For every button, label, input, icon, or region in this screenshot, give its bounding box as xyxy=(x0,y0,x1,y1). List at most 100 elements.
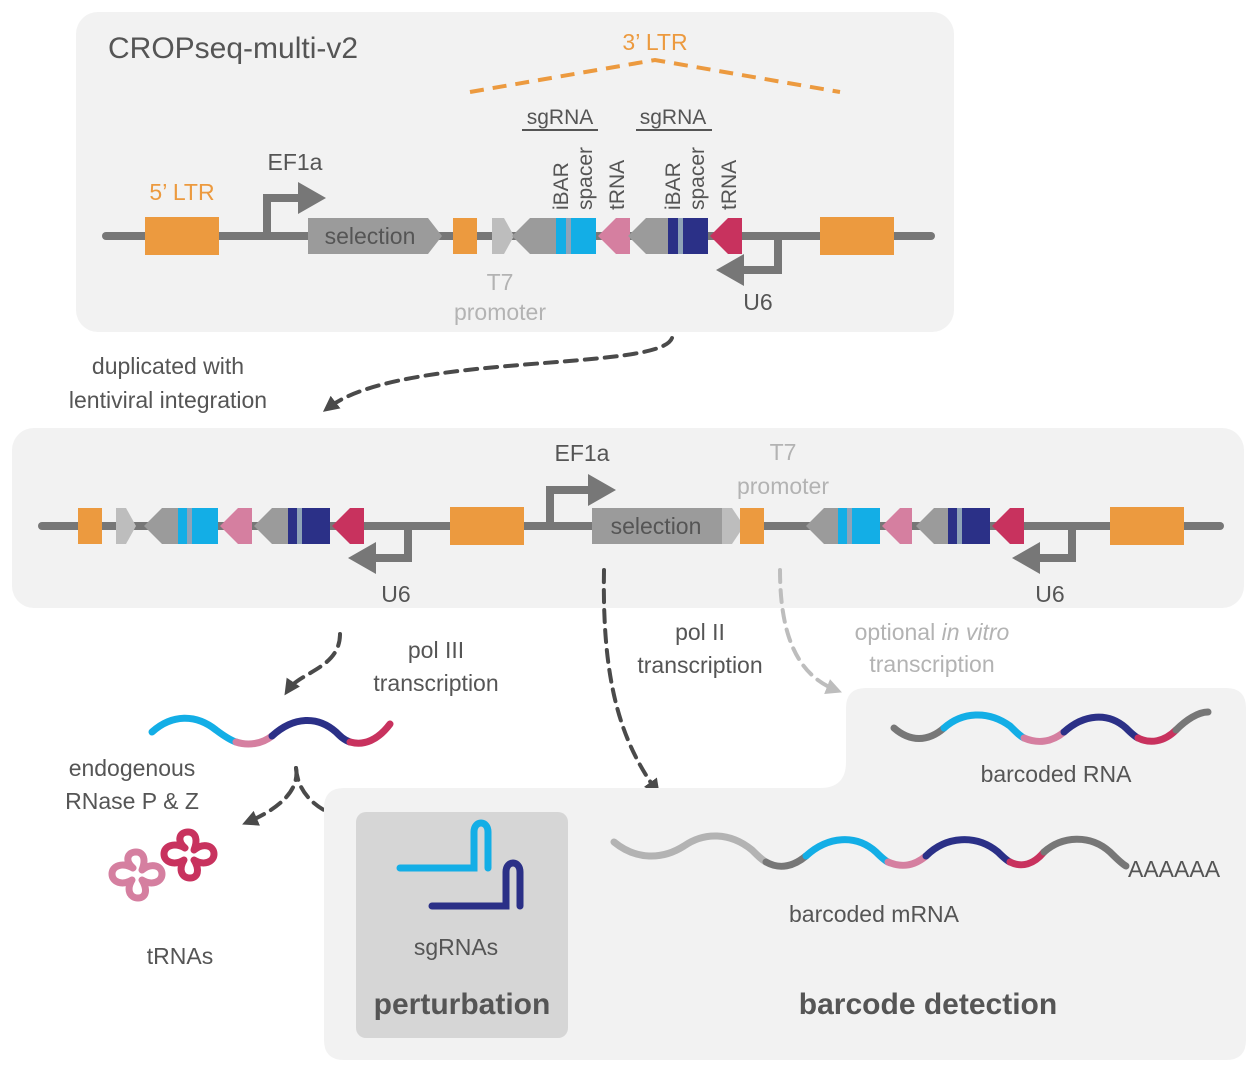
trna-cross-pink xyxy=(108,848,166,902)
mid-scaffold-2 xyxy=(254,508,288,544)
trna-1 xyxy=(598,218,630,254)
t7-label-2: promoter xyxy=(454,299,546,325)
trnas-label: tRNAs xyxy=(147,943,213,969)
ibar-label-2: iBAR xyxy=(662,162,685,210)
u6-label: U6 xyxy=(743,289,772,315)
ivt-label-1: optional in vitro xyxy=(855,619,1010,645)
mid-selection-label: selection xyxy=(611,513,702,539)
mid-scaffold-3 xyxy=(806,508,838,544)
construct-title: CROPseq-multi-v2 xyxy=(108,32,358,65)
mid-scaffold-4 xyxy=(916,508,948,544)
mid-spacer-1 xyxy=(192,508,218,544)
mid-ibar-2-gap xyxy=(297,508,302,544)
sgrna-label-1: sgRNA xyxy=(527,106,594,129)
mid-trna-1 xyxy=(220,508,252,544)
scaffold-1 xyxy=(512,218,556,254)
polya-label: AAAAAA xyxy=(1128,856,1221,882)
ibar-2-gap xyxy=(678,218,683,254)
integration-arrow xyxy=(322,336,674,412)
barcoded-rna-transcript xyxy=(890,708,1212,745)
mid-ibar-1 xyxy=(178,508,187,544)
mid-trna-2 xyxy=(332,508,364,544)
trna-2 xyxy=(710,218,742,254)
mid-ltr-small-left xyxy=(78,508,102,544)
mid-t7-center xyxy=(722,508,744,544)
mid-u6-right-arrow xyxy=(1012,526,1076,574)
pol3-arrow xyxy=(284,632,342,696)
mid-ibar-4 xyxy=(948,508,957,544)
mid-spacer-2 xyxy=(302,508,330,544)
mid-spacer-4 xyxy=(962,508,990,544)
split-arrow-left xyxy=(242,766,299,826)
mid-ef1a-label: EF1a xyxy=(555,440,610,466)
mid-u6-left-arrow xyxy=(348,526,412,574)
ivt-prefix: optional xyxy=(855,619,942,645)
mid-ibar-4-gap xyxy=(957,508,962,544)
mid-selection-block xyxy=(592,508,736,544)
integration-label-2: lentiviral integration xyxy=(69,387,267,413)
spacer-label-2: spacer xyxy=(686,147,709,210)
sgrnas-label: sgRNAs xyxy=(414,934,498,960)
ltr3-right-block xyxy=(820,217,894,255)
barcoded-rna-label: barcoded RNA xyxy=(981,761,1133,787)
mid-trna-3 xyxy=(882,508,912,544)
ef1a-promoter-arrow xyxy=(263,182,326,236)
mid-ltr-right xyxy=(1110,507,1184,545)
trna-label-2: tRNA xyxy=(718,160,741,210)
ibar-1-gap xyxy=(566,218,571,254)
scaffold-2 xyxy=(628,218,668,254)
mid-ibar-1-gap xyxy=(187,508,192,544)
trna-cross-crimson xyxy=(160,828,218,882)
pol3-label-2: transcription xyxy=(373,670,498,696)
barcode-detection-label: barcode detection xyxy=(799,988,1057,1021)
barcoded-mrna-label: barcoded mRNA xyxy=(789,901,960,927)
mid-ef1a-arrow xyxy=(546,474,616,526)
mid-t7-label-2: promoter xyxy=(737,473,829,499)
barcoded-mrna-transcript xyxy=(610,832,1130,870)
ivt-label-2: transcription xyxy=(869,651,994,677)
pol2-label-1: pol II xyxy=(675,619,725,645)
ltr3-bracket xyxy=(469,57,841,94)
mid-ibar-3 xyxy=(838,508,847,544)
mid-ibar-3-gap xyxy=(847,508,852,544)
ibar-2 xyxy=(668,218,678,254)
sgrna-cyan-icon xyxy=(396,819,492,872)
mid-u6-right-label: U6 xyxy=(1035,581,1064,607)
mid-u6-left-label: U6 xyxy=(381,581,410,607)
mid-scaffold-1 xyxy=(144,508,178,544)
integration-label-1: duplicated with xyxy=(92,353,244,379)
t7-promoter-block xyxy=(492,218,514,254)
mid-trna-4 xyxy=(992,508,1024,544)
sgrna-navy-icon xyxy=(428,859,524,910)
ibar-label-1: iBAR xyxy=(550,162,573,210)
sgrna-label-2: sgRNA xyxy=(640,106,707,129)
rnase-label-2: RNase P & Z xyxy=(65,788,199,814)
ltr5-block xyxy=(145,217,219,255)
ivt-italic: in vitro xyxy=(942,619,1010,645)
mid-t7-label-1: T7 xyxy=(770,439,797,465)
ivt-arrow xyxy=(778,568,842,694)
perturbation-label: perturbation xyxy=(374,988,551,1021)
selection-label: selection xyxy=(325,223,416,249)
ef1a-label: EF1a xyxy=(268,149,323,175)
ltr3-small-block xyxy=(453,218,477,254)
ltr3-label: 3’ LTR xyxy=(622,29,687,55)
pol3-label-1: pol III xyxy=(408,637,464,663)
ltr5-label: 5’ LTR xyxy=(149,179,214,205)
pol3-transcript xyxy=(148,714,394,748)
spacer-label-1: spacer xyxy=(574,147,597,210)
pol2-label-2: transcription xyxy=(637,652,762,678)
t7-label-1: T7 xyxy=(487,269,514,295)
pol2-arrow xyxy=(601,568,660,796)
trna-label-1: tRNA xyxy=(606,160,629,210)
spacer-1 xyxy=(571,218,596,254)
u6-promoter-arrow xyxy=(716,236,782,286)
selection-block xyxy=(308,218,442,254)
mid-ltr-small-right xyxy=(740,508,764,544)
spacer-2 xyxy=(683,218,708,254)
rnase-label-1: endogenous xyxy=(69,755,196,781)
mid-spacer-3 xyxy=(852,508,880,544)
mid-ibar-2 xyxy=(288,508,297,544)
mid-ltr-center xyxy=(450,507,524,545)
